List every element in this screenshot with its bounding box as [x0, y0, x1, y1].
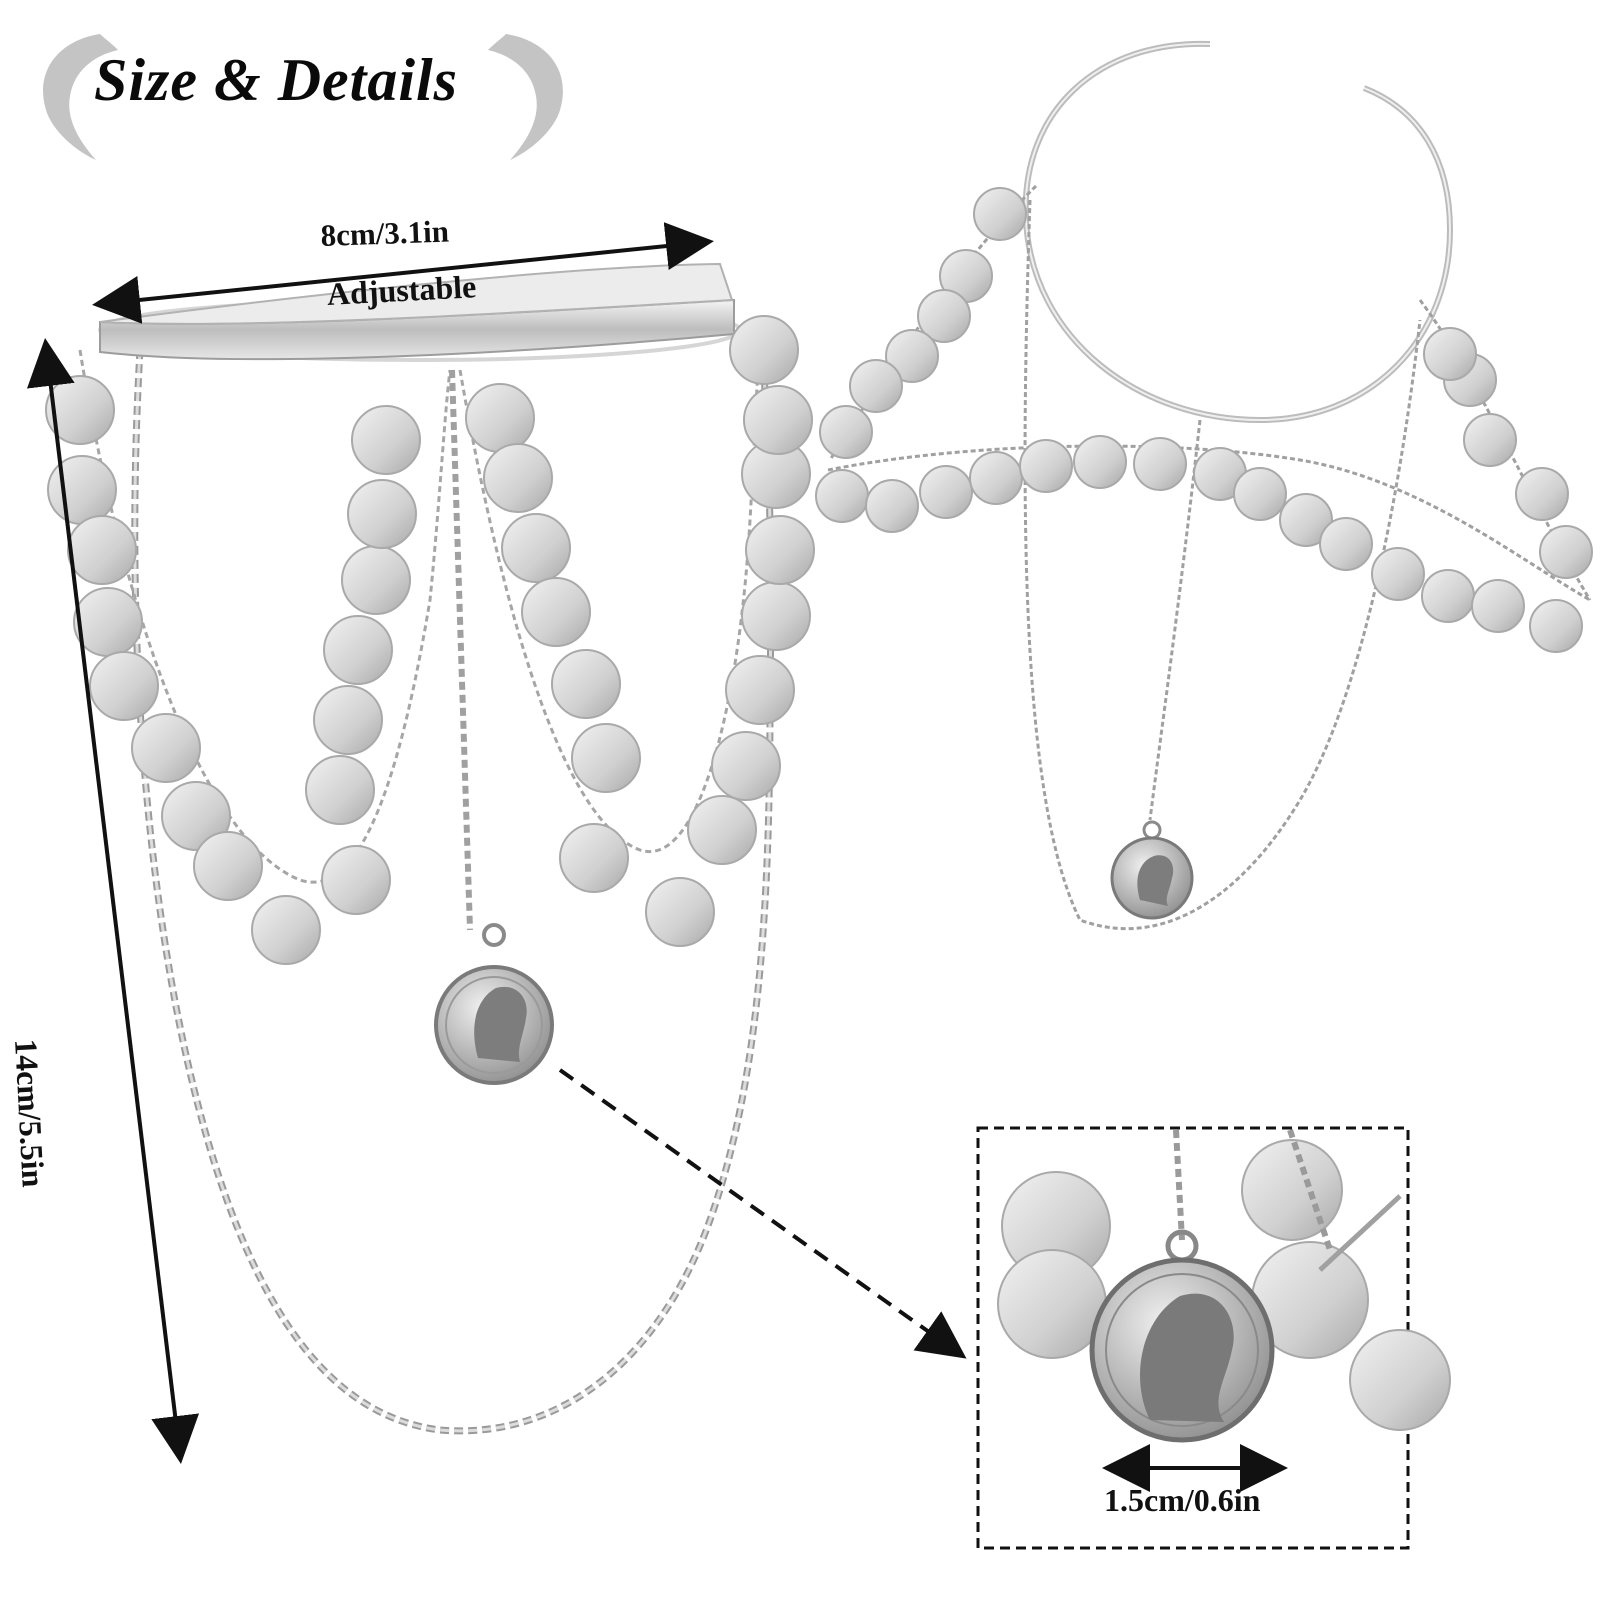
width-arrow — [92, 222, 714, 324]
adjustable-label: Adjustable — [326, 268, 478, 312]
title-ornament — [43, 34, 563, 160]
measure-arrows — [26, 222, 1288, 1492]
coin-size-label: 1.5cm/0.6in — [1104, 1482, 1261, 1518]
detail-pointer-arrow — [558, 1068, 967, 1359]
armlet-front-view — [45, 262, 815, 1435]
height-label: 14cm/5.5in — [8, 1038, 52, 1189]
side-pendant-coin — [1110, 820, 1194, 920]
height-arrow — [26, 338, 200, 1464]
coin-detail-inset — [976, 1126, 1451, 1550]
pendant-coin — [434, 923, 554, 1085]
page-title: Size & Details — [94, 47, 459, 113]
armlet-side-view — [815, 40, 1593, 930]
width-label: 8cm/3.1in — [320, 213, 450, 253]
